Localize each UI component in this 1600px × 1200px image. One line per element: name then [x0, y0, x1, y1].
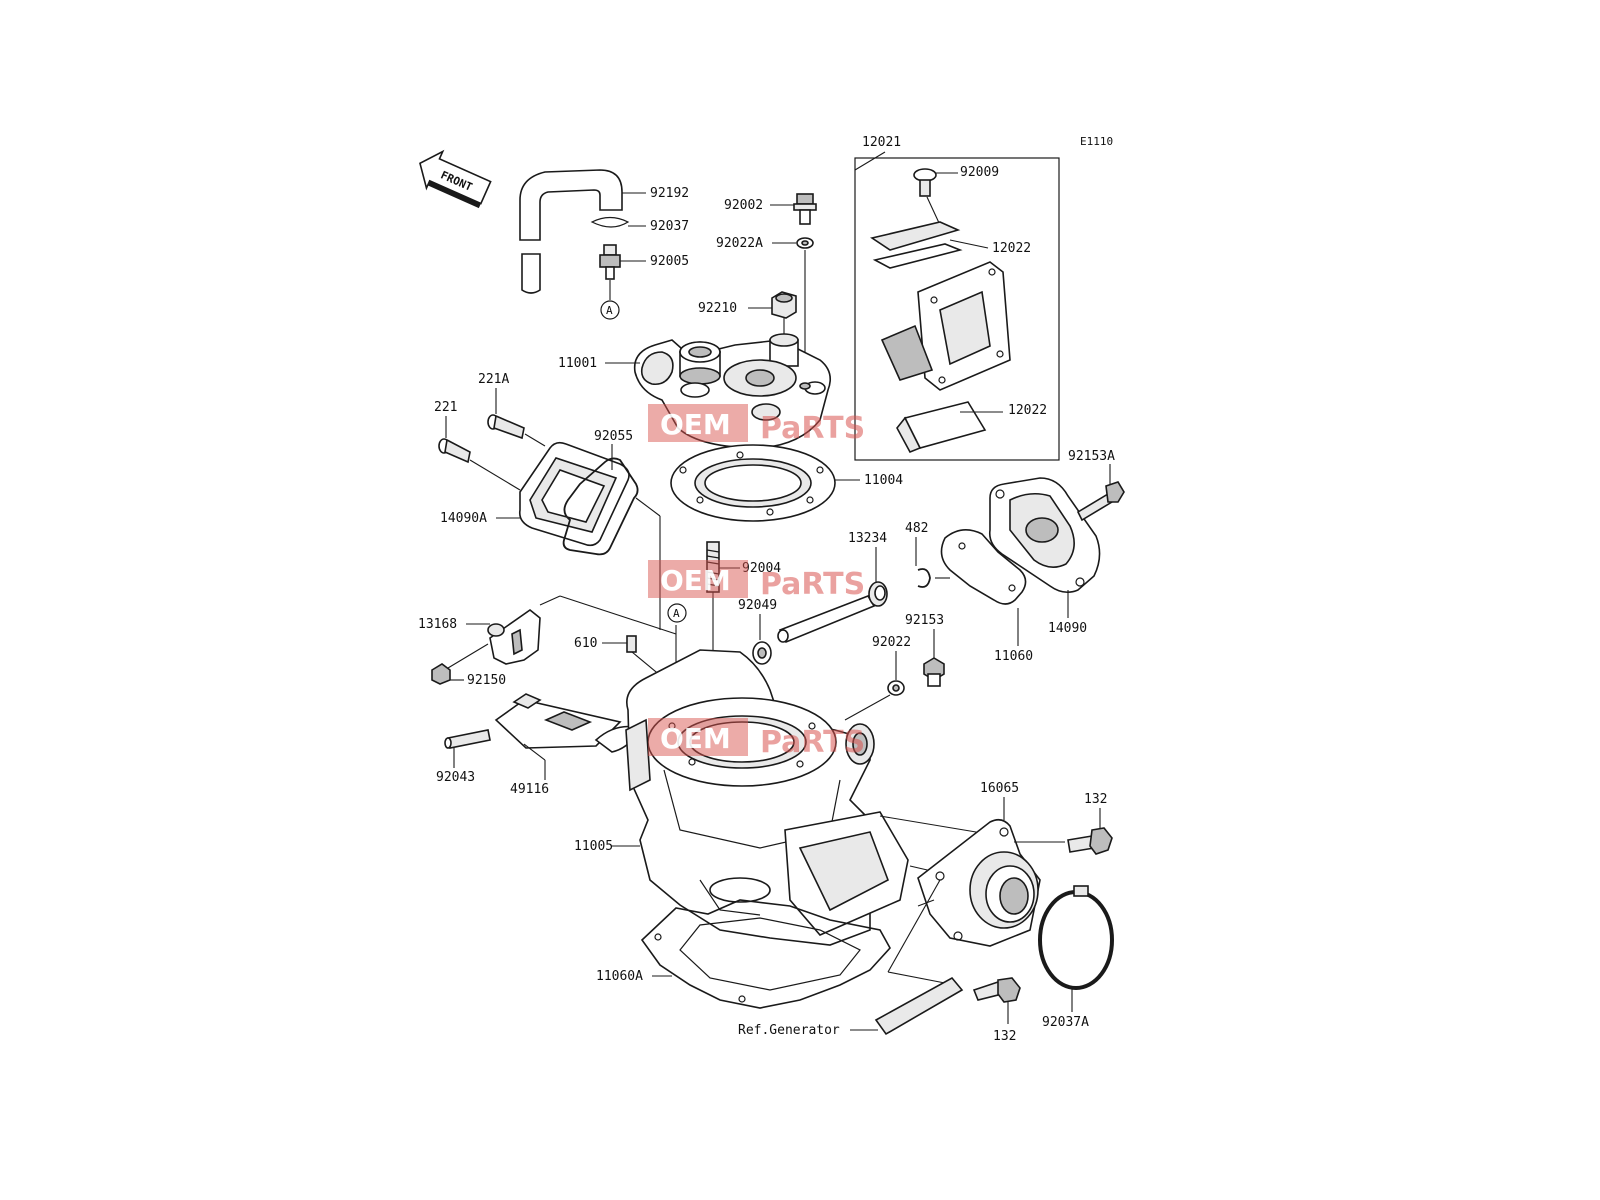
cylinder-head	[633, 333, 831, 449]
svg-text:PaRTS: PaRTS	[760, 411, 865, 446]
bolt-92153a-icon	[1076, 481, 1125, 522]
reed-valve-kit-group: 12021 92009 12022 12022	[854, 135, 1060, 461]
label-12021: 12021	[862, 135, 901, 150]
e-clip-icon	[917, 568, 931, 588]
reed-block	[880, 261, 1011, 391]
label-221A: 221A	[478, 372, 509, 387]
label-92153A: 92153A	[1068, 449, 1115, 464]
svg-text:PaRTS: PaRTS	[760, 567, 865, 602]
bolt-icon	[793, 193, 817, 225]
ref-a-label-bottom: A	[673, 607, 680, 620]
label-14090: 14090	[1048, 621, 1087, 636]
label-92043: 92043	[436, 770, 475, 785]
hose-clip-icon	[590, 216, 630, 228]
bolt-132-top-icon	[1067, 827, 1113, 855]
label-610: 610	[574, 636, 597, 651]
label-132-bottom: 132	[993, 1029, 1016, 1044]
reed-stopper-plate	[870, 221, 961, 251]
pin-92043-icon	[444, 729, 491, 749]
label-16065: 16065	[980, 781, 1019, 796]
bolt-92153-icon	[923, 657, 945, 687]
label-92150: 92150	[467, 673, 506, 688]
exhaust-valve-shaft	[777, 581, 888, 644]
label-482: 482	[905, 521, 928, 536]
screw-icon	[913, 168, 937, 197]
exhaust-valve-side-cover	[988, 477, 1101, 594]
label-92022: 92022	[872, 635, 911, 650]
base-gasket	[640, 899, 891, 1009]
watermark-top: OEM PaRTS	[648, 404, 865, 446]
screw-221a-icon	[487, 414, 525, 440]
label-92153: 92153	[905, 613, 944, 628]
cylinder	[625, 649, 909, 946]
label-92210: 92210	[698, 301, 737, 316]
ref-a-circle-top	[600, 300, 620, 320]
label-92192: 92192	[650, 186, 689, 201]
reed-petal	[872, 243, 963, 269]
svg-text:OEM: OEM	[660, 408, 731, 441]
nut-icon	[771, 291, 797, 319]
breather-hose	[519, 169, 623, 294]
label-92004: 92004	[742, 561, 781, 576]
exhaust-valve	[494, 693, 642, 753]
ref-generator-bracket	[874, 976, 964, 1036]
hose-band	[1038, 885, 1114, 990]
label-92055: 92055	[594, 429, 633, 444]
label-221: 221	[434, 400, 457, 415]
ref-generator-label: Ref.Generator	[738, 1023, 840, 1038]
front-arrow-icon: FRONT	[419, 149, 492, 209]
label-11001: 11001	[558, 356, 597, 371]
svg-text:OEM: OEM	[660, 564, 731, 597]
label-11060: 11060	[994, 649, 1033, 664]
label-11004: 11004	[864, 473, 903, 488]
screw-221-icon	[438, 438, 471, 464]
intake-manifold	[917, 818, 1041, 947]
label-13168: 13168	[418, 617, 457, 632]
label-92009: 92009	[960, 165, 999, 180]
head-gasket	[670, 444, 836, 522]
label-92037A: 92037A	[1042, 1015, 1089, 1030]
dowel-pin-icon	[626, 635, 637, 653]
exhaust-valve-cover	[518, 441, 630, 547]
cable-holder	[487, 609, 541, 665]
label-92022A: 92022A	[716, 236, 763, 251]
label-14090A: 14090A	[440, 511, 487, 526]
breather-fitting-icon	[599, 244, 621, 280]
label-132-top: 132	[1084, 792, 1107, 807]
watermark-bottom: OEM PaRTS	[648, 718, 865, 760]
screw-92150-icon	[431, 663, 451, 685]
label-49116: 49116	[510, 782, 549, 797]
valve-cover-gasket	[940, 529, 1027, 605]
label-92002: 92002	[724, 198, 763, 213]
svg-text:PaRTS: PaRTS	[760, 725, 865, 760]
bolt-132-bottom-icon	[972, 977, 1021, 1003]
label-92037: 92037	[650, 219, 689, 234]
label-11060A: 11060A	[596, 969, 643, 984]
diagram-code: E1110	[1080, 135, 1113, 148]
label-92005: 92005	[650, 254, 689, 269]
label-12022-top: 12022	[992, 241, 1031, 256]
ref-a-label-top: A	[606, 304, 613, 317]
label-92049: 92049	[738, 598, 777, 613]
label-12022-bottom: 12022	[1008, 403, 1047, 418]
watermark-middle: OEM PaRTS	[648, 560, 865, 602]
cover-gasket	[562, 457, 639, 556]
label-11005: 11005	[574, 839, 613, 854]
label-13234: 13234	[848, 531, 887, 546]
svg-text:OEM: OEM	[660, 722, 731, 755]
ref-a-circle-bottom	[667, 603, 687, 623]
